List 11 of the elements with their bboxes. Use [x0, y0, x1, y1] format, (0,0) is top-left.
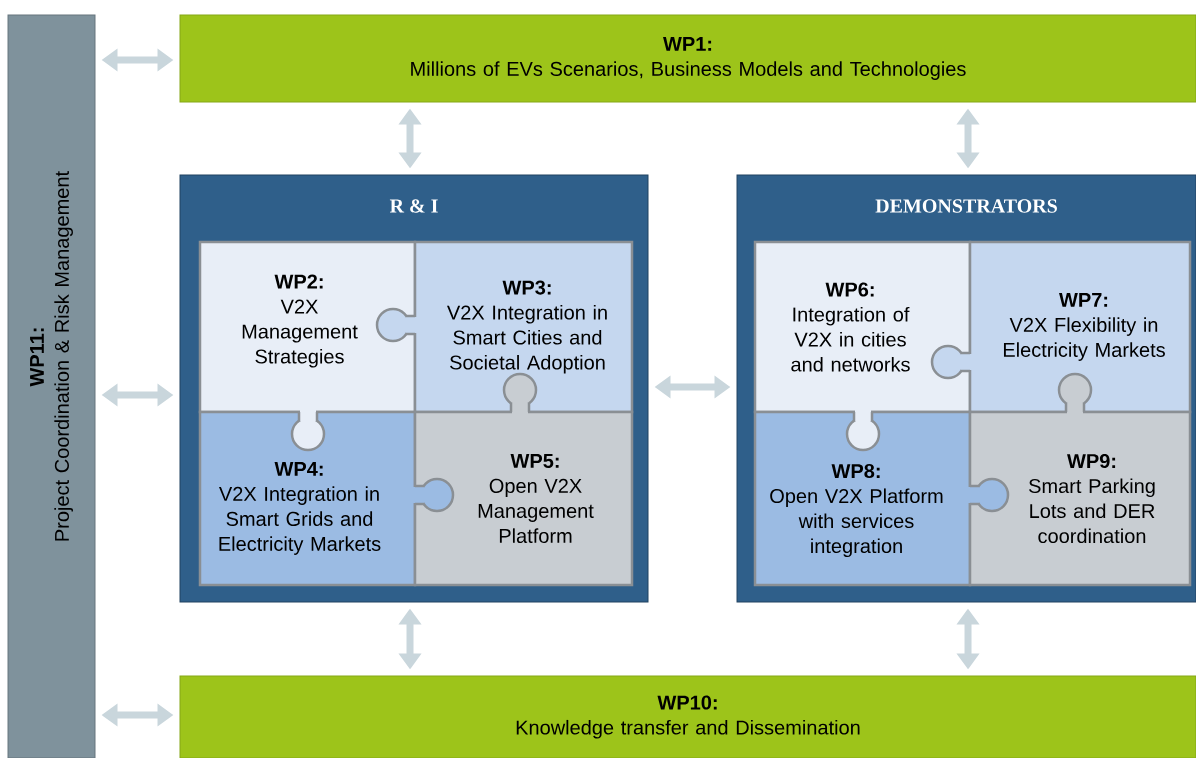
puzzle-piece: WP3: V2X Integration in Smart Cities and Societal Adoption	[413, 240, 634, 414]
puzzle-piece: WP2: V2X Management Strategies	[198, 240, 417, 414]
puzzle-piece: WP6: Integration of V2X in cities and networks	[753, 240, 972, 414]
work-package-band: WP1: Millions of EVs Scenarios, Business Models and Technologies	[179, 14, 1196, 103]
puzzle-piece: WP9: Smart Parking Lots and DER coordination	[968, 410, 1192, 587]
side-bar: WP11: Project Coordination & Risk Management	[7, 14, 96, 758]
puzzle-piece: WP5: Open V2X Management Platform	[413, 410, 634, 587]
puzzle-piece: WP7: V2X Flexibility in Electricity Markets	[968, 240, 1192, 414]
puzzle-piece: WP8: Open V2X Platform with services integration	[753, 410, 972, 587]
work-package-band: WP10: Knowledge transfer and Dissemination	[179, 675, 1196, 758]
puzzle-piece: WP4: V2X Integration in Smart Grids and Electricity Markets	[198, 410, 417, 587]
